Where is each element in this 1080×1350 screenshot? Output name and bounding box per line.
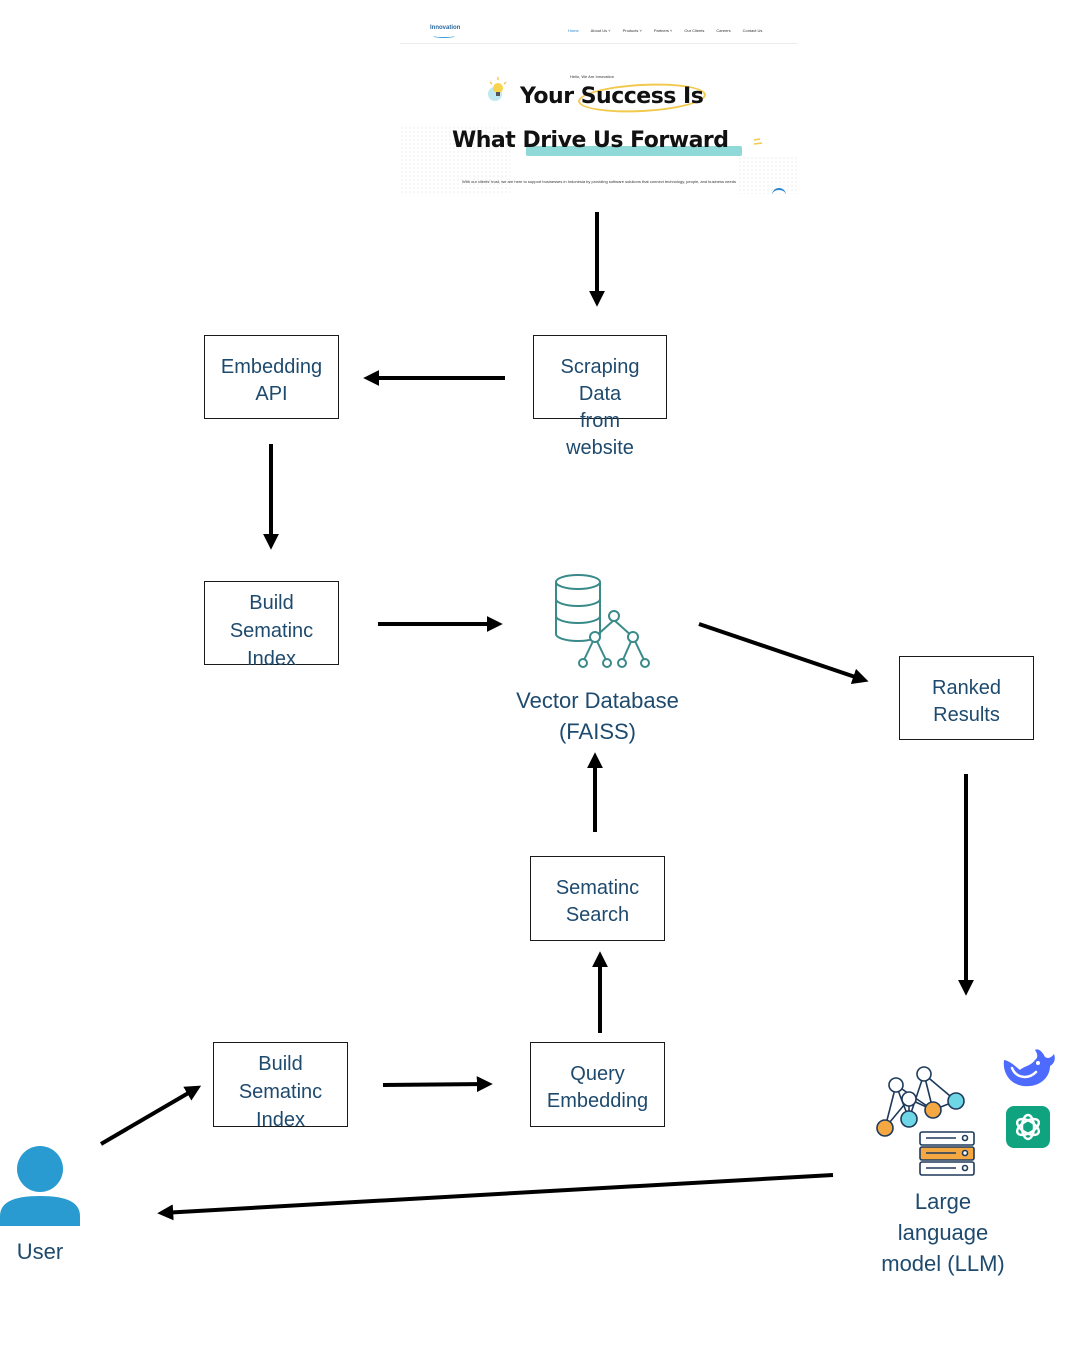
build-index-bottom-box — [213, 1042, 348, 1127]
lightbulb-icon — [488, 77, 507, 101]
arrow-vectordb-to-ranked — [698, 622, 869, 684]
website-menu: Home About Us ˅ Products ˅ Partners ˅ Ou… — [568, 28, 762, 33]
arrow-index-to-query — [382, 1076, 493, 1093]
neural-network-server-icon — [876, 1066, 975, 1176]
vector-database-icon — [555, 574, 650, 668]
ranked-results-box — [899, 656, 1034, 740]
website-hello-text: Hello, We Are Innovation — [570, 74, 614, 79]
user-person-icon — [0, 1146, 80, 1226]
sparkle-icon — [753, 138, 763, 145]
website-menu-item: Contact Us — [742, 28, 763, 33]
semantic-search-label: Sematinc Search — [555, 877, 640, 926]
scraping-box — [533, 335, 667, 419]
build-index-top-label: Build Sematinc Index — [229, 592, 314, 670]
query-embedding-label: Query Embedding — [546, 1063, 649, 1112]
website-headline-line2: What Drive Us Forward — [452, 128, 729, 153]
website-logo: Innovation — [430, 25, 461, 31]
arrow-user-to-index — [99, 1085, 202, 1146]
build-index-bottom-label: Build Sematinc Index — [238, 1053, 323, 1131]
llm-label: Large language model (LLM) — [881, 1189, 1005, 1276]
website-screenshot: Innovation Home About Us ˅ Products ˅ Pa… — [400, 16, 798, 194]
website-menu-item: Careers — [716, 28, 731, 33]
website-menu-item: About Us ˅ — [590, 28, 611, 33]
website-menu-item: Home — [568, 28, 579, 33]
website-menu-item: Our Clients — [684, 28, 705, 33]
semantic-search-box — [530, 856, 665, 941]
user-label: User — [16, 1239, 64, 1264]
website-navbar: Innovation Home About Us ˅ Products ˅ Pa… — [400, 16, 798, 44]
website-logo-swoosh — [433, 34, 455, 38]
build-index-top-box — [204, 581, 339, 665]
website-menu-item: Partners ˅ — [653, 28, 673, 33]
website-menu-item: Products ˅ — [622, 28, 642, 33]
headline-highlight-bar — [526, 146, 742, 156]
chatgpt-logo-icon — [1006, 1106, 1050, 1148]
deepseek-whale-icon — [1003, 1049, 1055, 1087]
arrow-llm-to-user — [157, 1173, 834, 1221]
website-headline-line1: Your Success Is — [520, 84, 704, 109]
scraping-label: Scraping Data from website — [560, 356, 640, 459]
website-chat-bubble — [772, 188, 786, 194]
embedding-api-box — [204, 335, 339, 419]
embedding-api-label: Embedding API — [220, 356, 323, 405]
vector-database-label: Vector Database (FAISS) — [516, 688, 679, 744]
website-description: With our clients' trust, we are here to … — [462, 179, 736, 184]
website-dot-pattern — [400, 126, 510, 194]
query-embedding-box — [530, 1042, 665, 1127]
ranked-results-label: Ranked Results — [932, 677, 1001, 726]
website-dot-pattern — [738, 156, 798, 194]
